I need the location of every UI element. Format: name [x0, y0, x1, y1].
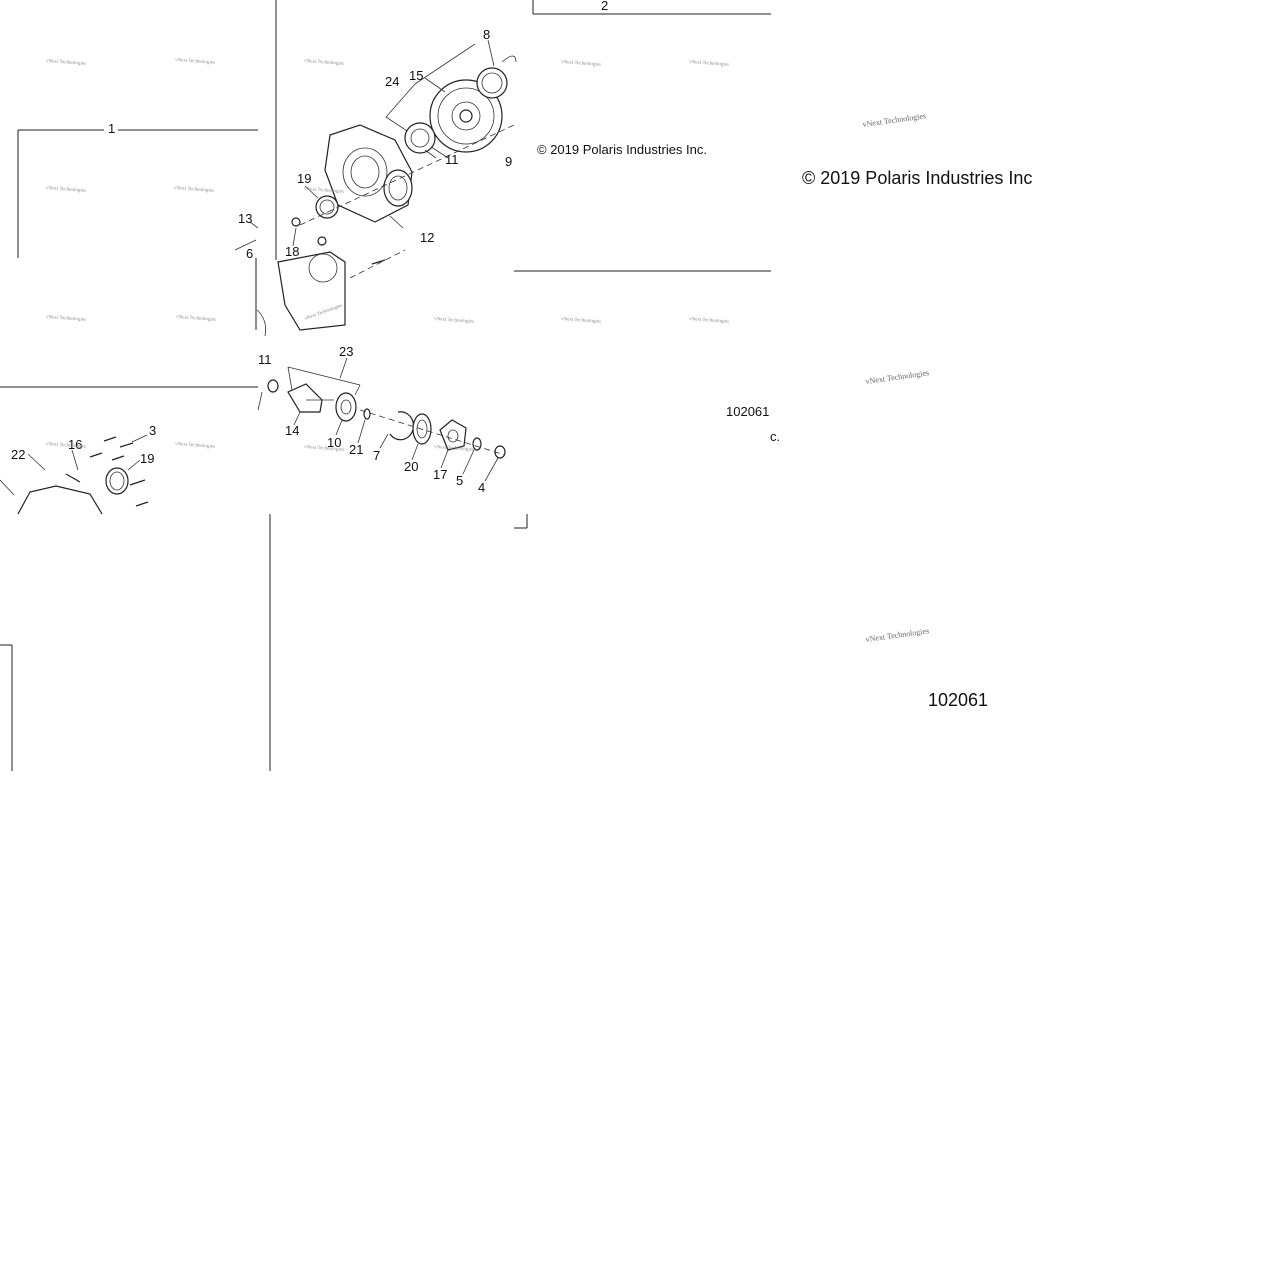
watermark: vNext Technologies — [174, 186, 214, 194]
watermarks: vNext Technologies vNext Technologies vN… — [46, 58, 930, 644]
flange-17 — [439, 419, 467, 451]
watermark: vNext Technologies — [561, 60, 601, 68]
cover-assembly — [277, 251, 346, 331]
callout-8: 8 — [483, 27, 490, 42]
watermark-large: vNext Technologies — [865, 368, 930, 386]
callout-24: 24 — [385, 74, 399, 89]
frame-lines — [0, 0, 771, 771]
callout-18: 18 — [285, 244, 299, 259]
callout-15: 15 — [409, 68, 423, 83]
watermark: vNext Technologies — [46, 59, 86, 67]
copyright-text: © 2019 Polaris Industries Inc. — [537, 142, 707, 157]
callout-12: 12 — [420, 230, 434, 245]
callout-2: 2 — [601, 0, 608, 13]
watermark: vNext Technologies — [46, 186, 86, 194]
watermark: vNext Technologies — [561, 317, 601, 325]
watermark-large: vNext Technologies — [862, 111, 927, 129]
oring-21 — [363, 408, 371, 420]
callout-labels: 1 2 3 4 5 6 7 8 9 10 11 11 12 13 14 15 1… — [11, 0, 608, 495]
callout-11: 11 — [445, 152, 459, 167]
watermark: vNext Technologies — [304, 445, 344, 453]
housing-assembly — [234, 39, 517, 337]
bearing-11-lower — [267, 379, 279, 393]
watermark-large: vNext Technologies — [865, 626, 930, 644]
seal-19-lower — [105, 467, 129, 495]
pinion-assembly — [257, 357, 506, 482]
callout-3: 3 — [149, 423, 156, 438]
bearing-10 — [335, 392, 357, 422]
callout-19: 19 — [297, 171, 311, 186]
watermark: vNext Technologies — [434, 445, 474, 453]
callout-19b: 19 — [140, 451, 154, 466]
callout-14: 14 — [285, 423, 299, 438]
callout-23: 23 — [339, 344, 353, 359]
callout-6: 6 — [246, 246, 253, 261]
doc-number: 102061 — [726, 404, 769, 419]
watermark: vNext Technologies — [304, 187, 344, 195]
callout-17: 17 — [433, 467, 447, 482]
callout-4: 4 — [478, 480, 485, 495]
watermark: vNext Technologies — [689, 317, 729, 325]
callout-1: 1 — [108, 121, 115, 136]
callout-13: 13 — [238, 211, 252, 226]
watermark: vNext Technologies — [175, 58, 215, 66]
callout-11b: 11 — [258, 352, 272, 367]
callout-16: 16 — [68, 437, 82, 452]
callout-22: 22 — [11, 447, 25, 462]
watermark: vNext Technologies — [689, 60, 729, 68]
pinion-gear-14 — [287, 383, 323, 413]
left-assembly — [0, 434, 149, 515]
washer-5 — [472, 437, 482, 451]
doc-number-large: 102061 — [928, 690, 988, 710]
watermark: vNext Technologies — [304, 59, 344, 67]
bearing-11-upper — [404, 122, 436, 154]
callout-20: 20 — [404, 459, 418, 474]
watermark: vNext Technologies — [434, 317, 474, 325]
seal-19-upper — [315, 195, 339, 219]
watermark: vNext Technologies — [46, 442, 86, 450]
watermark: vNext Technologies — [176, 315, 216, 323]
copyright-text-large: © 2019 Polaris Industries Inc — [802, 168, 1032, 188]
callout-9: 9 — [505, 154, 512, 169]
housing-22 — [17, 485, 103, 515]
callout-5: 5 — [456, 473, 463, 488]
callout-10: 10 — [327, 435, 341, 450]
legal-text: © 2019 Polaris Industries Inc. © 2019 Po… — [537, 142, 1032, 710]
copyright-fragment: c. — [770, 429, 780, 444]
watermark: vNext Technologies — [175, 442, 215, 450]
callout-7: 7 — [373, 448, 380, 463]
callout-21: 21 — [349, 442, 363, 457]
bearing-8 — [476, 67, 508, 99]
watermark: vNext Technologies — [46, 315, 86, 323]
